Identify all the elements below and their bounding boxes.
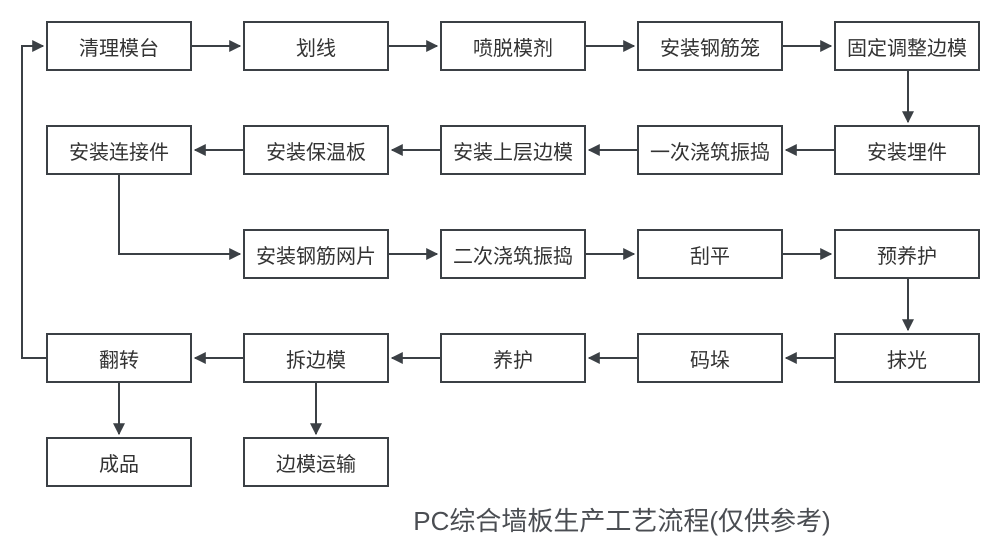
node-install-connectors: 安装连接件 [46, 125, 192, 175]
node-install-embeds: 安装埋件 [834, 125, 980, 175]
node-first-pour-vibrate: 一次浇筑振捣 [637, 125, 783, 175]
node-finished-product: 成品 [46, 437, 192, 487]
node-marking-lines: 划线 [243, 21, 389, 71]
node-flip-over: 翻转 [46, 333, 192, 383]
node-trowel-polish: 抹光 [834, 333, 980, 383]
node-install-insulation-board: 安装保温板 [243, 125, 389, 175]
diagram-title: PC综合墙板生产工艺流程(仅供参考) [413, 506, 831, 536]
edge-flip-to-clean-loopback [21, 40, 46, 359]
edge-connectors-to-rebar-mesh [118, 175, 242, 260]
node-curing: 养护 [440, 333, 586, 383]
node-clean-mold-table: 清理模台 [46, 21, 192, 71]
node-side-form-transport: 边模运输 [243, 437, 389, 487]
node-pre-curing: 预养护 [834, 229, 980, 279]
node-spray-release-agent: 喷脱模剂 [440, 21, 586, 71]
node-install-rebar-mesh: 安装钢筋网片 [243, 229, 389, 279]
node-remove-side-forms: 拆边模 [243, 333, 389, 383]
node-fix-adjust-side-forms: 固定调整边模 [834, 21, 980, 71]
node-second-pour-vibrate: 二次浇筑振捣 [440, 229, 586, 279]
node-stacking: 码垛 [637, 333, 783, 383]
node-install-rebar-cage: 安装钢筋笼 [637, 21, 783, 71]
node-install-upper-side-forms: 安装上层边模 [440, 125, 586, 175]
node-screed-level: 刮平 [637, 229, 783, 279]
